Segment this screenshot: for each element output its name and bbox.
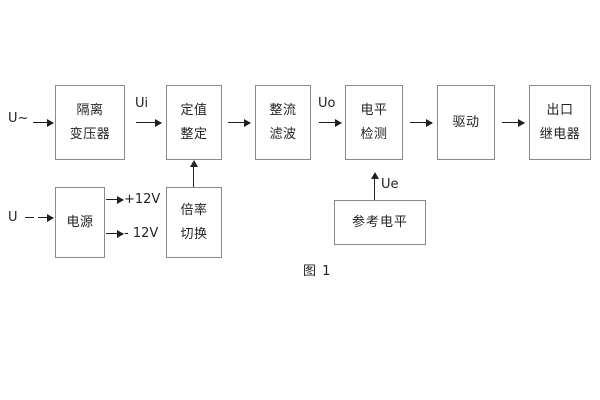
block-multiplier-switch-line2: 切换 xyxy=(180,227,208,242)
block-reference-level-line1: 参考电平 xyxy=(351,215,408,230)
block-multiplier-switch: 倍率 切换 xyxy=(166,187,222,258)
signal-label-ui: Ui xyxy=(135,96,149,111)
signal-label-ue: Ue xyxy=(381,177,399,192)
block-reference-level: 参考电平 xyxy=(334,200,426,245)
block-isolation-transformer-line2: 变压器 xyxy=(69,127,111,142)
block-isolation-transformer-line1: 隔离 xyxy=(76,103,104,118)
arrow-setting-value-to-rectify-filter xyxy=(228,118,251,127)
figure-caption: 图 1 xyxy=(303,264,332,279)
arrow-power-supply-pos12v xyxy=(106,195,124,204)
block-power-supply: 电源 xyxy=(55,187,105,258)
arrow-ac-input-to-isolation-transformer xyxy=(33,118,54,127)
signal-label-uo: Uo xyxy=(318,96,336,111)
signal-label-pos12v: +12V xyxy=(124,192,161,207)
block-level-detect: 电平 检测 xyxy=(345,85,403,160)
dc-input-label: U xyxy=(8,210,18,225)
arrow-dc-input-to-power-supply xyxy=(38,213,54,222)
signal-label-neg12v: - 12V xyxy=(124,226,159,241)
block-setting-value-line1: 定值 xyxy=(180,103,208,118)
block-rectify-filter-line2: 滤波 xyxy=(269,127,297,142)
block-output-relay-line2: 继电器 xyxy=(539,127,581,142)
block-level-detect-line2: 检测 xyxy=(360,127,388,142)
block-isolation-transformer: 隔离 变压器 xyxy=(55,85,125,160)
ac-input-label: U~ xyxy=(8,111,29,126)
block-setting-value-line2: 整定 xyxy=(180,127,208,142)
block-drive-line1: 驱动 xyxy=(452,115,480,130)
arrow-isolation-transformer-to-setting-value xyxy=(136,118,162,127)
block-setting-value: 定值 整定 xyxy=(166,85,222,160)
arrow-rectify-filter-to-level-detect xyxy=(319,118,342,127)
dc-input-dash xyxy=(25,217,34,218)
arrow-multiplier-switch-to-setting-value xyxy=(189,160,198,187)
arrow-power-supply-neg12v xyxy=(106,229,124,238)
block-power-supply-line1: 电源 xyxy=(66,215,94,230)
block-output-relay: 出口 继电器 xyxy=(529,85,591,160)
block-rectify-filter: 整流 滤波 xyxy=(255,85,311,160)
block-multiplier-switch-line1: 倍率 xyxy=(180,203,208,218)
block-level-detect-line1: 电平 xyxy=(360,103,388,118)
arrow-reference-level-to-level-detect xyxy=(370,172,379,200)
arrow-level-detect-to-drive xyxy=(410,118,433,127)
block-rectify-filter-line1: 整流 xyxy=(269,103,297,118)
block-drive: 驱动 xyxy=(437,85,495,160)
arrow-drive-to-output-relay xyxy=(502,118,525,127)
block-output-relay-line1: 出口 xyxy=(546,103,574,118)
